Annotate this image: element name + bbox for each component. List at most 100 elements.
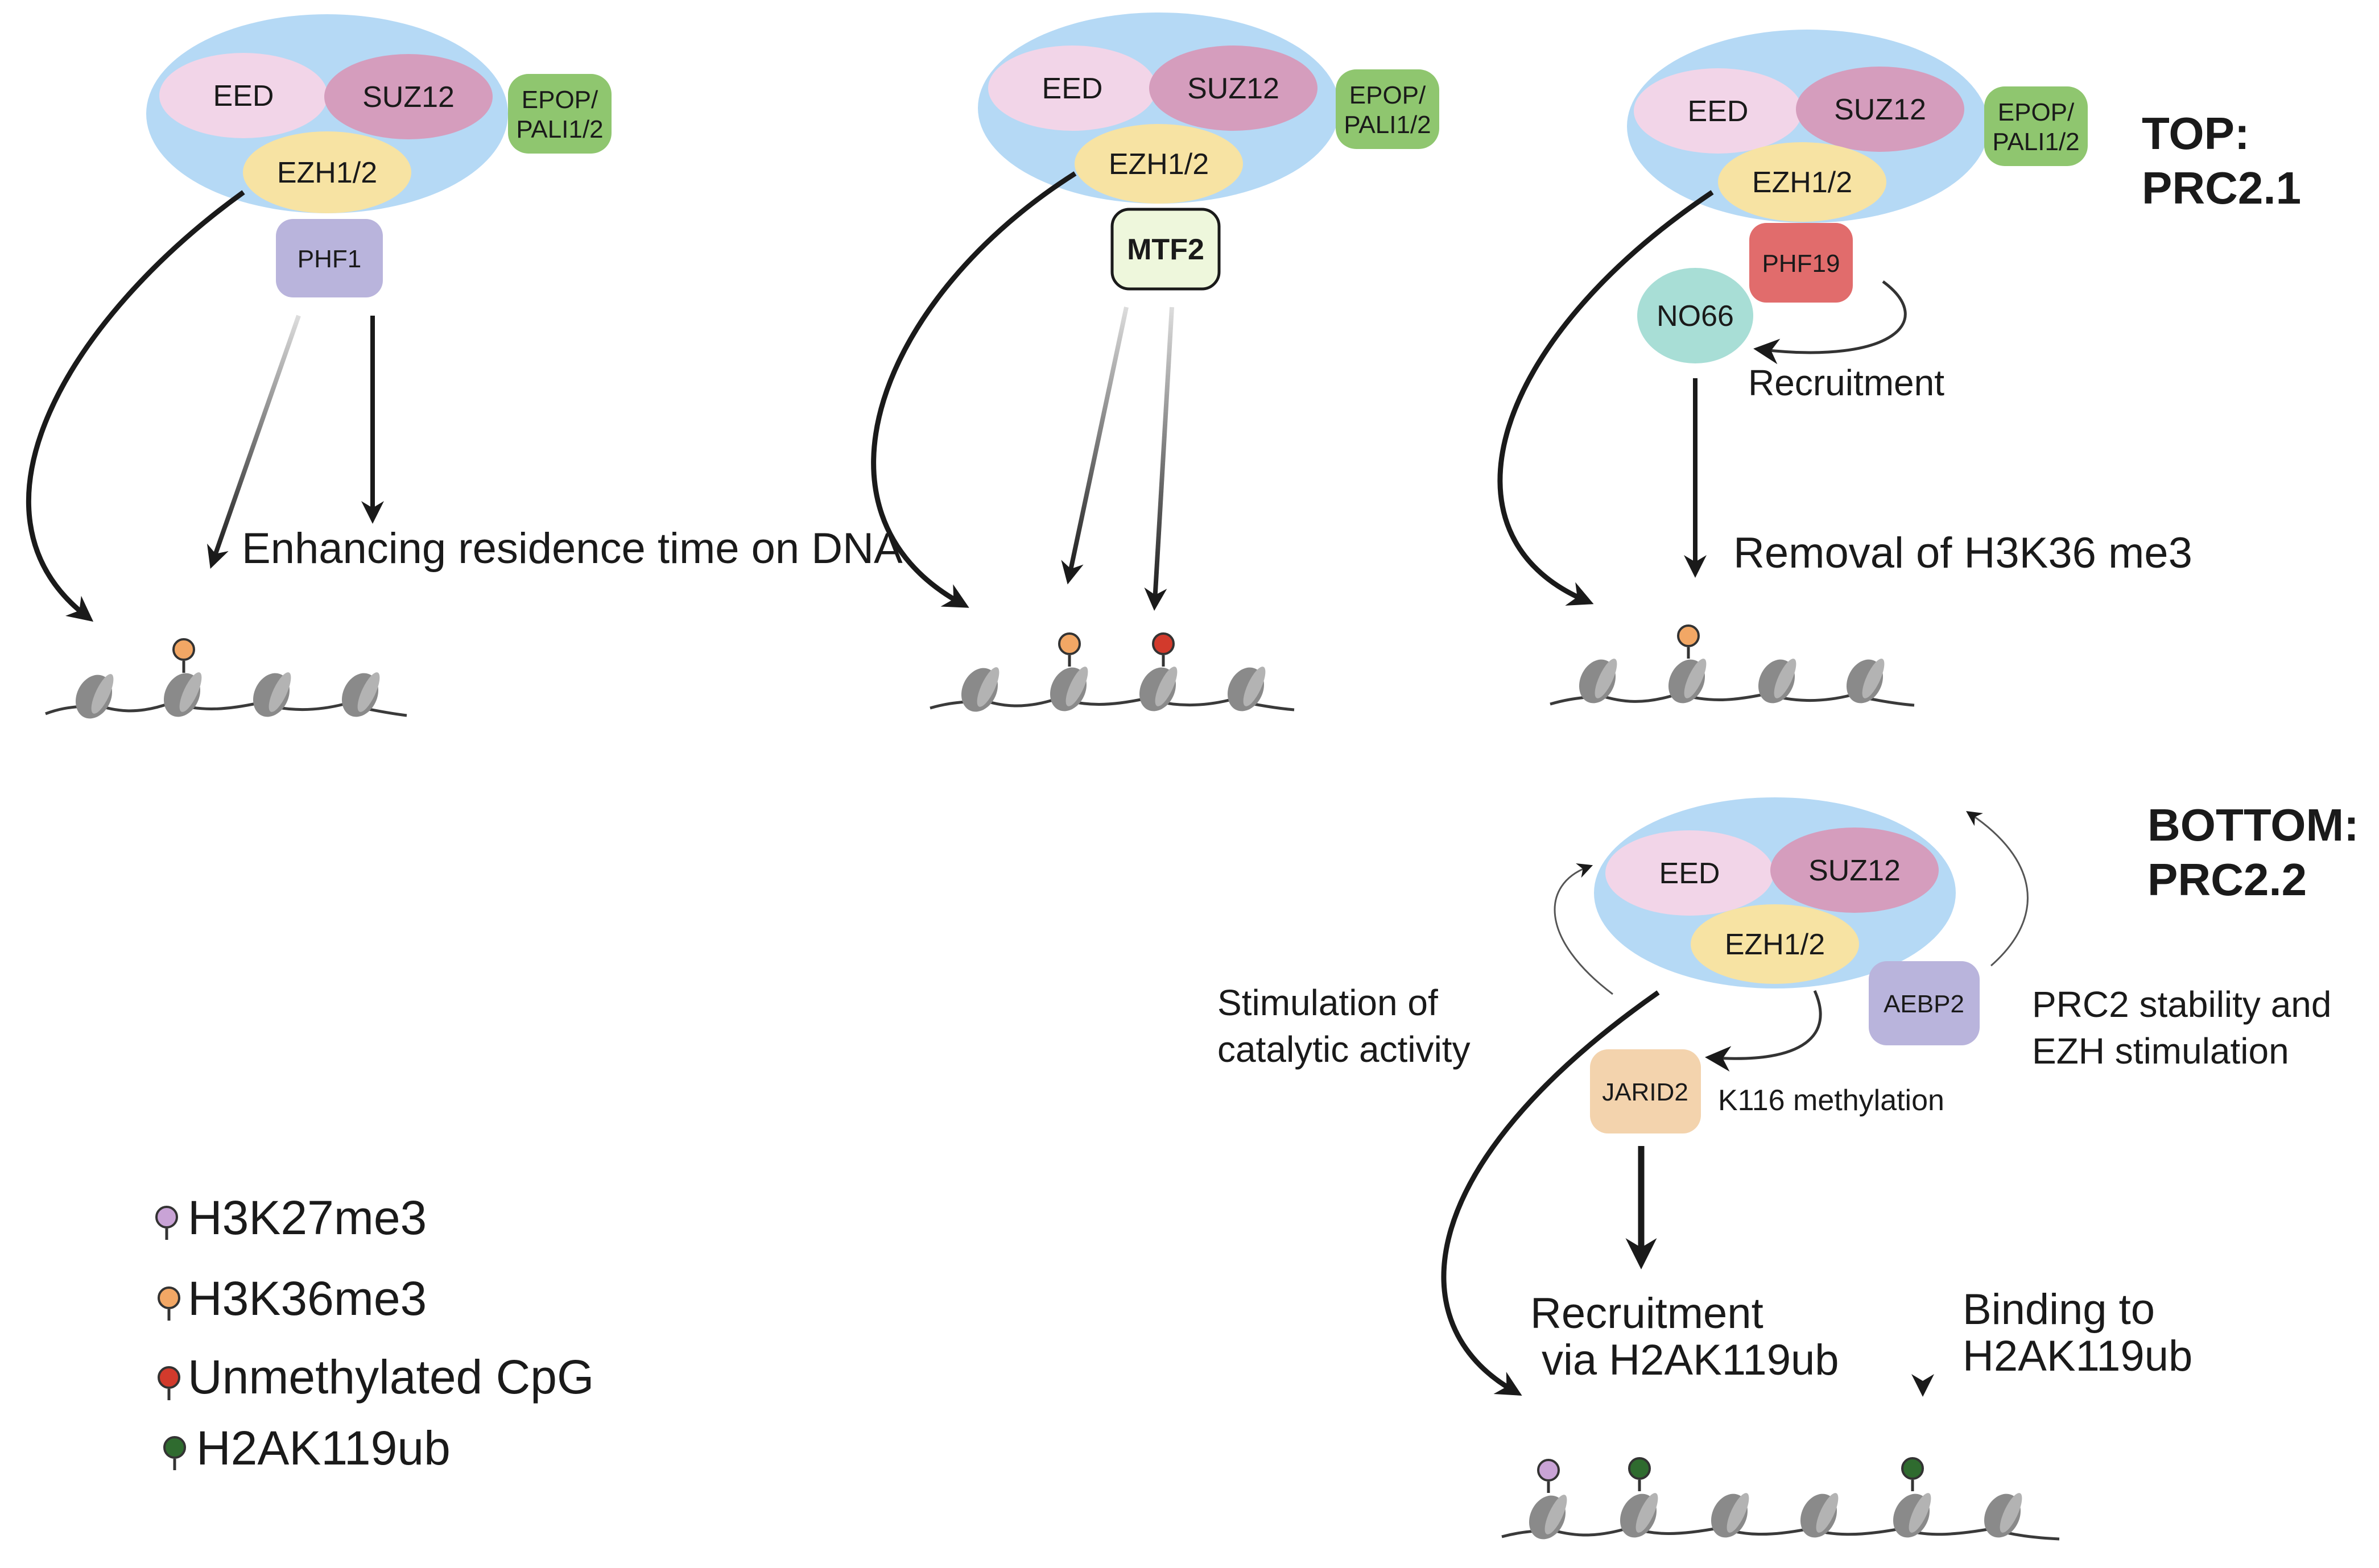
legend-swatch bbox=[163, 1436, 186, 1459]
top-heading-1: TOP: bbox=[2142, 108, 2250, 159]
legend-swatch bbox=[155, 1206, 178, 1228]
legend-item: H3K27me3 bbox=[155, 1191, 427, 1244]
legend-label: Unmethylated CpG bbox=[188, 1350, 594, 1404]
cpg-mark bbox=[1152, 632, 1175, 667]
suz12-subunit bbox=[1149, 45, 1317, 131]
nucleosome bbox=[1846, 659, 1885, 704]
legend-swatch bbox=[158, 1366, 180, 1389]
nucleosome bbox=[341, 672, 380, 717]
epop-box bbox=[508, 74, 612, 154]
epop-box bbox=[1984, 86, 2088, 166]
mtf2-label: MTF2 bbox=[1127, 233, 1204, 266]
arrow-ezh-to-dna-3 bbox=[1497, 190, 1714, 606]
nucleosome bbox=[1579, 659, 1617, 704]
epop-label-2: PALI1/2 bbox=[516, 115, 603, 143]
complex-prc22: EED SUZ12 EZH1/2 AEBP2 JARID2 bbox=[1590, 797, 1980, 1133]
suz12-subunit bbox=[1770, 828, 1939, 913]
stimulation-label-1: Stimulation of bbox=[1217, 982, 1438, 1023]
nucleosome bbox=[961, 667, 999, 712]
ezh-subunit bbox=[243, 131, 411, 213]
bottom-heading-1: BOTTOM: bbox=[2147, 800, 2359, 850]
epop-label-1: EPOP/ bbox=[1349, 81, 1426, 109]
eed-label: EED bbox=[1659, 857, 1720, 890]
ezh-label: EZH1/2 bbox=[277, 156, 377, 189]
h3k27me3-mark bbox=[1537, 1459, 1560, 1493]
jarid2-box bbox=[1590, 1049, 1701, 1133]
recruit-via-label-1: Recruitment bbox=[1530, 1289, 1763, 1338]
phf19-box bbox=[1749, 223, 1853, 303]
removal-label: Removal of H3K36 me3 bbox=[1733, 529, 2192, 577]
complex-phf1: EED SUZ12 EZH1/2 EPOP/ PALI1/2 PHF1 bbox=[146, 14, 612, 297]
nucleosome bbox=[253, 672, 291, 717]
top-heading-2: PRC2.1 bbox=[2142, 163, 2301, 213]
epop-label-1: EPOP/ bbox=[1998, 98, 2075, 126]
suz12-label: SUZ12 bbox=[1187, 72, 1279, 105]
epop-label-2: PALI1/2 bbox=[1344, 111, 1431, 139]
ezh-subunit bbox=[1718, 142, 1886, 222]
stimulation-label-2: catalytic activity bbox=[1217, 1029, 1471, 1070]
epop-label-1: EPOP/ bbox=[522, 86, 598, 114]
nucleosome bbox=[1050, 667, 1088, 711]
h3k36me3-mark bbox=[1058, 632, 1081, 667]
chromatin-4 bbox=[1501, 1457, 2060, 1541]
recruit-via-label-2: via H2AK119ub bbox=[1542, 1336, 1839, 1384]
arrow-ezh-to-dna-4 bbox=[1441, 990, 1660, 1396]
eed-label: EED bbox=[213, 80, 274, 113]
arrow-mtf2-down bbox=[1144, 307, 1174, 611]
legend: H3K27me3 H3K36me3 Unmethylated CpG H2AK1… bbox=[155, 1191, 594, 1475]
nucleosome bbox=[75, 674, 114, 719]
jarid2-label: JARID2 bbox=[1602, 1078, 1688, 1106]
phf19-label: PHF19 bbox=[1762, 250, 1840, 278]
nucleosome bbox=[1227, 667, 1266, 711]
eed-subunit bbox=[159, 53, 328, 138]
chromatin-2 bbox=[930, 632, 1295, 712]
complex-mtf2: EED SUZ12 EZH1/2 EPOP/ PALI1/2 MTF2 bbox=[978, 13, 1439, 291]
binding-label-2: H2AK119ub bbox=[1963, 1332, 2192, 1380]
no66-label: NO66 bbox=[1657, 300, 1734, 333]
chromatin-1 bbox=[45, 638, 407, 719]
eed-label: EED bbox=[1042, 72, 1103, 105]
aebp2-label: AEBP2 bbox=[1884, 990, 1964, 1018]
residence-label: Enhancing residence time on DNA bbox=[242, 524, 903, 573]
nucleosome bbox=[163, 672, 202, 717]
nucleosome bbox=[1620, 1493, 1658, 1538]
stability-label-1: PRC2 stability and bbox=[2032, 984, 2331, 1025]
suz12-label: SUZ12 bbox=[362, 81, 455, 114]
legend-label: H2AK119ub bbox=[196, 1421, 451, 1475]
ezh-label: EZH1/2 bbox=[1752, 166, 1852, 199]
stability-label-2: EZH stimulation bbox=[2032, 1031, 2289, 1071]
legend-item: H3K36me3 bbox=[158, 1272, 427, 1325]
h2ak119ub-mark bbox=[1901, 1457, 1924, 1491]
k116-label: K116 methylation bbox=[1718, 1084, 1944, 1117]
ezh-label: EZH1/2 bbox=[1725, 928, 1825, 961]
nucleosome bbox=[1893, 1493, 1931, 1538]
complex-phf19: EED SUZ12 EZH1/2 EPOP/ PALI1/2 PHF19 NO6… bbox=[1627, 30, 2088, 363]
chromatin-3 bbox=[1550, 624, 1915, 707]
h3k36me3-mark bbox=[1677, 624, 1700, 659]
legend-label: H3K36me3 bbox=[188, 1272, 427, 1325]
nucleosome bbox=[1711, 1493, 1749, 1538]
phf1-label: PHF1 bbox=[298, 245, 361, 273]
ezh-subunit bbox=[1075, 124, 1243, 204]
phf1-box bbox=[276, 219, 383, 297]
arrow-recruitment-loop bbox=[1753, 280, 1907, 365]
h2ak119ub-mark bbox=[1628, 1457, 1651, 1491]
legend-swatch bbox=[158, 1286, 180, 1309]
legend-item: Unmethylated CpG bbox=[158, 1350, 594, 1404]
bottom-heading-2: PRC2.2 bbox=[2147, 854, 2307, 905]
suz12-label: SUZ12 bbox=[1834, 93, 1926, 126]
epop-label-2: PALI1/2 bbox=[1992, 128, 2079, 156]
ezh-subunit bbox=[1691, 904, 1859, 984]
arrow-ezh-to-dna-1 bbox=[26, 190, 245, 622]
nucleosome bbox=[1800, 1493, 1839, 1538]
mtf2-box bbox=[1110, 208, 1221, 291]
arrow-phf1-diag bbox=[207, 315, 301, 569]
arrow-stimulation-loop bbox=[1554, 863, 1613, 995]
eed-label: EED bbox=[1688, 95, 1749, 128]
nucleosome bbox=[1139, 667, 1178, 711]
ezh-label: EZH1/2 bbox=[1109, 148, 1209, 181]
suz12-subunit bbox=[324, 54, 493, 139]
nucleosome bbox=[1984, 1493, 2022, 1538]
arrow-ezh-to-dna-2 bbox=[871, 171, 1077, 608]
